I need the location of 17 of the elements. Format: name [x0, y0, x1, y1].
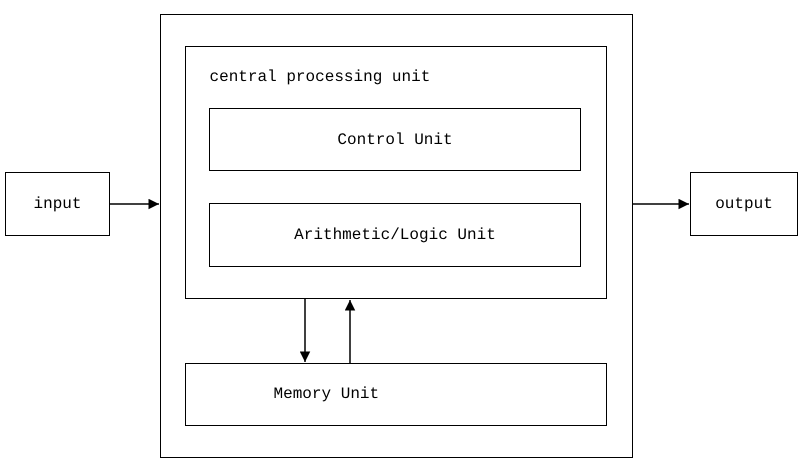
box-label: Arithmetic/Logic Unit — [294, 225, 496, 245]
unit-box — [184, 362, 606, 426]
box-label: Memory Unit — [274, 384, 380, 404]
box-label: input — [33, 194, 82, 214]
arrow — [300, 299, 310, 362]
unit-box — [209, 203, 581, 267]
box-label: Control Unit — [337, 130, 453, 150]
system-box — [160, 14, 633, 458]
unit-box — [5, 172, 110, 236]
box-label: output — [715, 194, 773, 214]
arrow — [110, 198, 159, 210]
unit-box — [184, 46, 606, 298]
arrow — [344, 300, 356, 363]
box-label: central processing unit — [210, 66, 430, 86]
arrow — [633, 198, 689, 210]
unit-box — [690, 172, 798, 236]
unit-box — [209, 108, 581, 171]
